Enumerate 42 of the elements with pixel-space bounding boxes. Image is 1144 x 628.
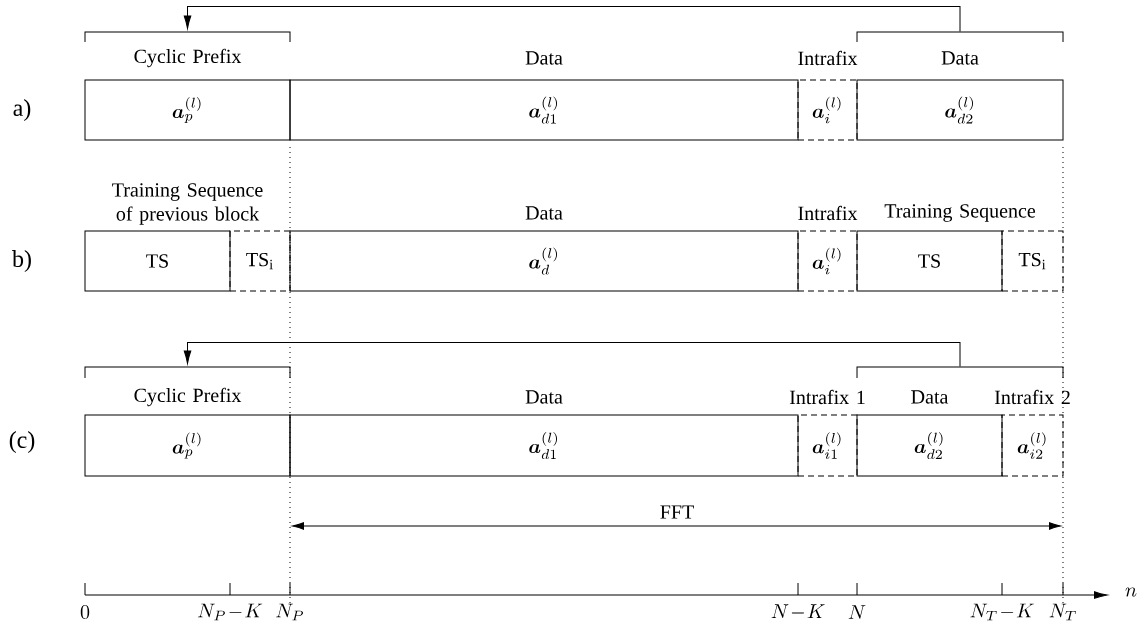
- arrow: [183, 342, 961, 367]
- segment-heading: Intrafix 1: [789, 389, 865, 405]
- tick-label: $N_T\!-\!K$: [970, 603, 1034, 621]
- segment-box: $\boldsymbol{a}_{d1}^{(l)}$: [289, 414, 799, 477]
- arrow: [183, 6, 961, 32]
- segment-box: $\boldsymbol{a}_{p}^{(l)}$: [84, 414, 291, 477]
- segment-heading: Data: [525, 390, 563, 404]
- segment-box: $\boldsymbol{a}_{i}^{(l)}$: [797, 79, 858, 141]
- segment-heading: Training Sequence: [884, 204, 1036, 222]
- tick-label: $N_P\!-\!K$: [198, 603, 263, 621]
- row-label: (c): [9, 431, 35, 453]
- segment-heading: Cyclic Prefix: [134, 387, 242, 407]
- segment-box: TS: [856, 230, 1003, 292]
- row-label: a): [13, 99, 31, 121]
- segment-box: TS$_{i}$: [1001, 230, 1064, 292]
- segment-heading: Data: [525, 206, 563, 220]
- segment-heading: Intrafix: [798, 205, 858, 221]
- segment-box: $\boldsymbol{a}_{i2}^{(l)}$: [1001, 414, 1064, 477]
- segment-heading: Intrafix: [798, 50, 858, 66]
- segment-box: $\boldsymbol{a}_{i}^{(l)}$: [797, 230, 858, 292]
- segment-box: TS: [84, 230, 231, 292]
- dimension-label: FFT: [660, 505, 694, 519]
- row-label: b): [12, 250, 31, 272]
- segment-box: $\boldsymbol{a}_{d2}^{(l)}$: [856, 79, 1064, 141]
- segment-heading: Data: [941, 51, 979, 65]
- segment-heading: Intrafix 2: [994, 389, 1070, 405]
- segment-box: $\boldsymbol{a}_{d2}^{(l)}$: [856, 414, 1003, 477]
- segment-box: $\boldsymbol{a}_{d}^{(l)}$: [289, 230, 799, 292]
- tick-label: $N_P$: [276, 603, 304, 621]
- segment-box: $\boldsymbol{a}_{i1}^{(l)}$: [797, 414, 858, 477]
- segment-box: $\boldsymbol{a}_{d1}^{(l)}$: [289, 79, 799, 141]
- segment-heading: Training Sequence of previous block: [112, 183, 263, 225]
- segment-heading: Data: [911, 390, 949, 404]
- tick-label: $N_T$: [1049, 603, 1076, 621]
- tick-label: $N$: [848, 605, 866, 619]
- tick-label: $N\!-\!K$: [771, 604, 825, 618]
- axis-label: $n$: [1125, 587, 1137, 597]
- segment-box: TS$_{i}$: [229, 230, 291, 292]
- tick-label: $0$: [80, 605, 90, 619]
- segment-heading: Data: [525, 51, 563, 65]
- segment-box: $\boldsymbol{a}_{p}^{(l)}$: [84, 79, 291, 141]
- segment-heading: Cyclic Prefix: [134, 48, 242, 68]
